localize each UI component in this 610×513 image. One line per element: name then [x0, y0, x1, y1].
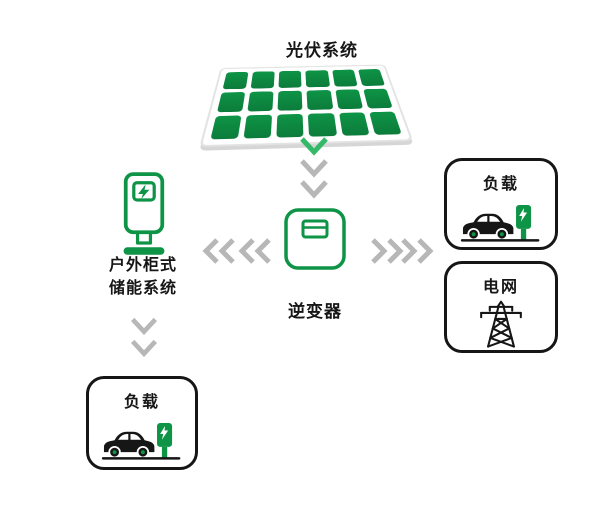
arrow-left-double-icon	[202, 238, 235, 264]
inverter-icon	[284, 208, 346, 270]
car-charging-icon	[460, 204, 540, 242]
arrow-down-gray-icon	[300, 159, 328, 178]
storage-label-line1: 户外柜式	[108, 257, 177, 274]
solar-panel-icon	[199, 52, 414, 147]
pv-system-label: 光伏系统	[286, 41, 358, 60]
solar-panel-grid	[199, 64, 414, 147]
load-label: 负载	[123, 394, 160, 411]
arrow-down-gray-icon	[130, 317, 158, 336]
car-charging-icon	[101, 422, 181, 460]
load-box-bottom: 负载	[86, 376, 198, 470]
arrow-right-double-icon	[401, 238, 434, 264]
grid-box: 电网	[444, 261, 558, 353]
storage-label: 户外柜式 储能系统	[78, 254, 208, 300]
arrow-down-gray-icon	[130, 339, 158, 358]
storage-label-line2: 储能系统	[108, 280, 177, 297]
arrow-left-double-icon	[238, 238, 271, 264]
arrow-down-green-icon	[300, 137, 328, 156]
power-tower-icon	[480, 300, 522, 348]
arrow-down-gray-icon	[300, 180, 328, 199]
load-label: 负载	[482, 176, 519, 193]
arrow-right-double-icon	[371, 238, 404, 264]
storage-charger-icon	[123, 172, 165, 255]
inverter-label: 逆变器	[288, 302, 342, 321]
grid-label: 电网	[482, 279, 519, 296]
load-box-right: 负载	[444, 158, 558, 250]
